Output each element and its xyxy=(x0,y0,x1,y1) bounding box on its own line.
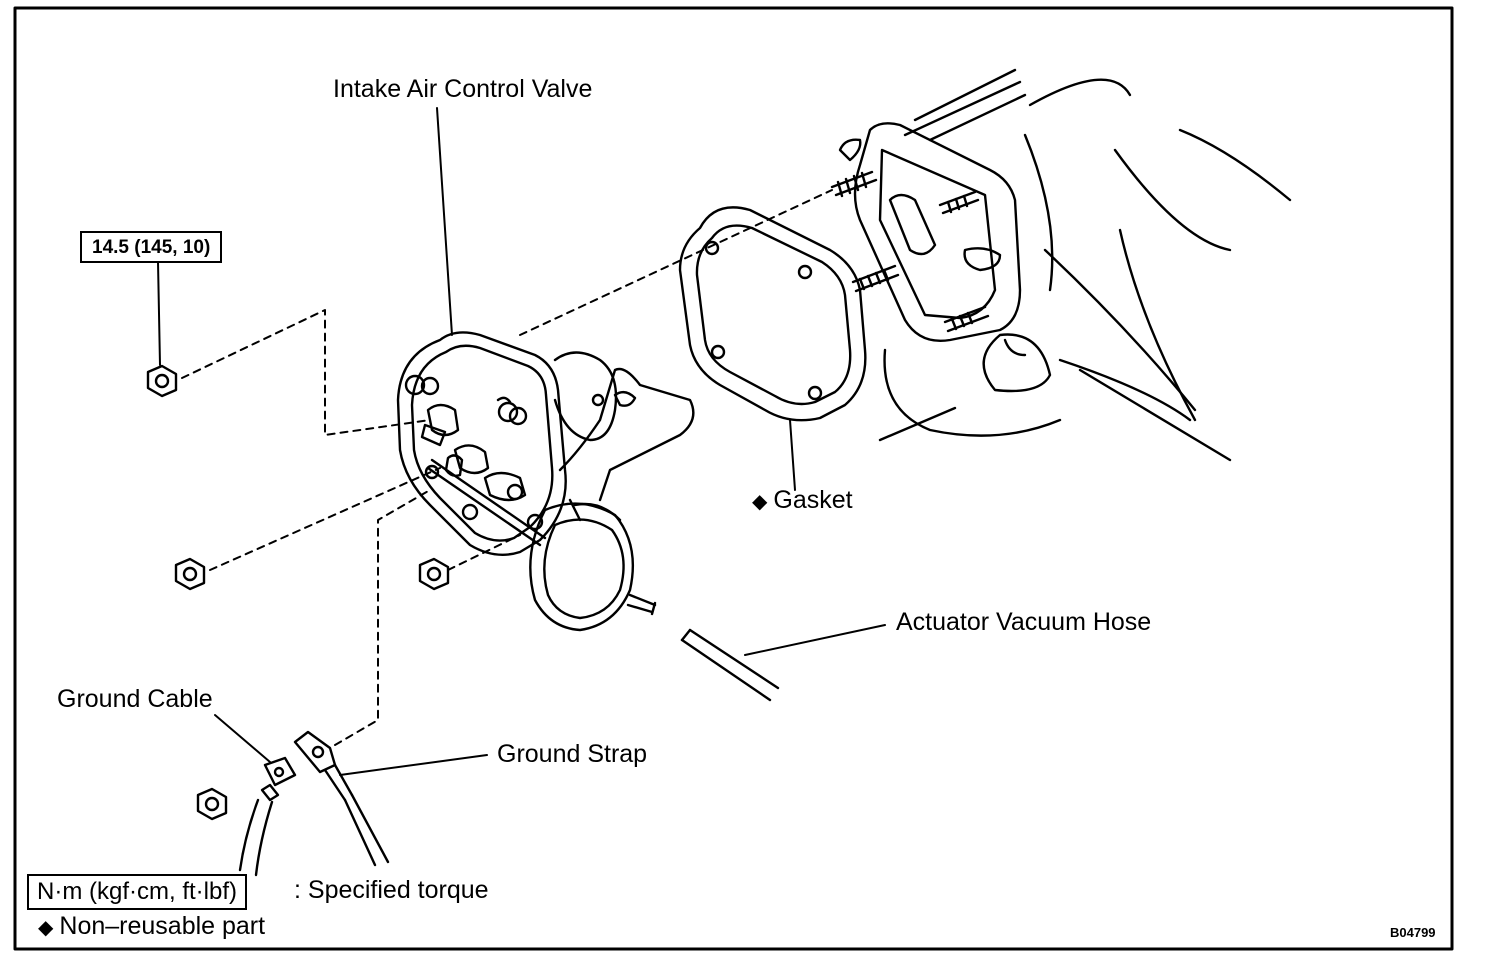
legend-nonreusable-text: Non–reusable part xyxy=(59,912,266,940)
legend-nonreusable: ◆Non–reusable part xyxy=(38,914,265,939)
leader-lines xyxy=(157,107,886,776)
legend-diamond-icon: ◆ xyxy=(38,917,54,939)
figure-frame xyxy=(13,6,1454,951)
gasket-text: Gasket xyxy=(773,486,853,514)
figure-code: B04799 xyxy=(1390,925,1436,940)
torque-value-box: 14.5 (145, 10) xyxy=(80,231,223,263)
label-intake-air-control-valve: Intake Air Control Valve xyxy=(333,75,593,103)
nut-1-drawing xyxy=(146,364,178,398)
label-actuator-vacuum-hose: Actuator Vacuum Hose xyxy=(896,608,1152,636)
intake-air-control-valve-drawing xyxy=(396,331,695,632)
ground-cable-drawing xyxy=(238,756,297,877)
alignment-dashes xyxy=(181,189,833,746)
nut-3-drawing xyxy=(418,557,450,591)
gasket-drawing xyxy=(678,206,867,422)
nut-2-drawing xyxy=(174,557,206,591)
intake-plenum-drawing xyxy=(830,68,1292,462)
nut-4-drawing xyxy=(196,787,228,821)
label-gasket: ◆Gasket xyxy=(752,488,853,513)
legend-torque-units-box: N·m (kgf·cm, ft·lbf) xyxy=(27,874,247,911)
nonreusable-diamond-icon: ◆ xyxy=(752,491,768,513)
ground-strap-drawing xyxy=(293,730,390,867)
label-ground-strap: Ground Strap xyxy=(497,740,648,768)
legend-torque-description: : Specified torque xyxy=(294,876,489,904)
actuator-vacuum-hose-drawing xyxy=(680,628,780,702)
label-ground-cable: Ground Cable xyxy=(57,685,213,713)
